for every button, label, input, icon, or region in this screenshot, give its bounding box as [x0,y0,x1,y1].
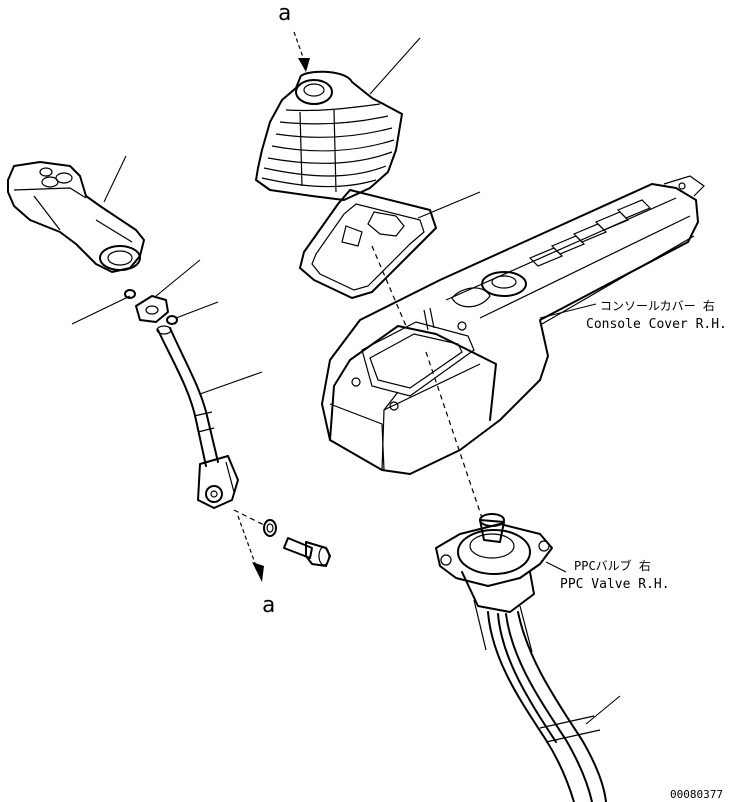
lever-knob-part [7,161,145,273]
ppc-valve-part [435,513,607,802]
bolt-parts [263,519,331,567]
console-cover-label-jp: コンソールカバー 右 [600,298,715,313]
leader-lines [71,37,621,725]
arrow-a-top: a [278,1,310,72]
plate-part [299,189,437,299]
arrow-a-bottom: a [237,515,275,618]
console-cover-label-en: Console Cover R.H. [586,317,727,332]
lever-rod-part [156,325,239,509]
callout-a-top: a [278,1,291,26]
drawing-number: 00080377 [670,788,723,801]
boot-part [255,70,403,201]
nut-parts [124,289,178,325]
ppc-valve-label-jp: PPCバルブ 右 [574,558,651,573]
ppc-valve-label-en: PPC Valve R.H. [560,577,670,592]
callout-a-bottom: a [262,593,275,618]
console-cover-part [321,175,705,475]
